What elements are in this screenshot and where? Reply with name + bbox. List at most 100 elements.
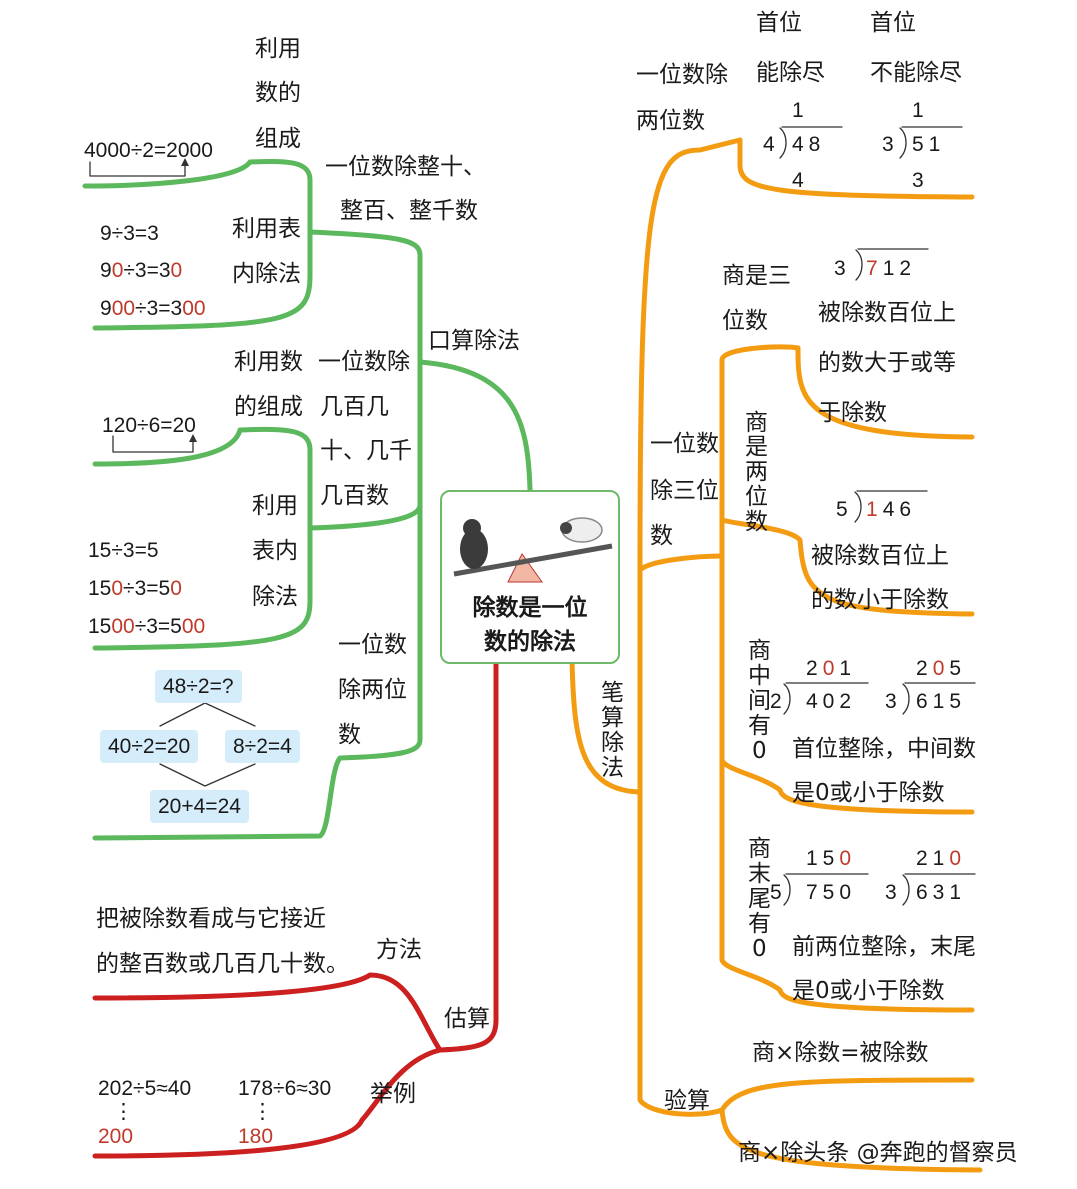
zheng-biaonei-l1: 利用表	[232, 216, 301, 242]
shang3-dividend: 712	[866, 257, 917, 280]
zheng-zucheng-example: 4000÷2=2000	[84, 139, 213, 162]
bs-liangwei-l2: 两位数	[636, 108, 705, 134]
zhong0-c4: 有	[748, 713, 771, 739]
zhong0-q2: 205	[916, 657, 967, 680]
shang2-note-l1: 被除数百位上	[811, 543, 949, 569]
shang2-note-l2: 的数小于除数	[811, 587, 949, 613]
jibai-zucheng-l1: 利用数	[234, 349, 303, 375]
jibai-label-l2: 几百几	[320, 394, 389, 420]
bisuan-label-4: 法	[601, 755, 624, 781]
zheng-zucheng-l1: 利用	[255, 36, 301, 62]
liangwei-box-tens: 40÷2=20	[100, 730, 199, 763]
zhong0-c2: 中	[748, 663, 771, 689]
zhong0-c3: 间	[748, 688, 771, 714]
liangwei-box-question: 48÷2=?	[155, 670, 242, 703]
shang2-c1: 商	[745, 410, 768, 436]
juli-example-1-approx: 200	[98, 1125, 134, 1148]
shang2-c4: 位	[745, 484, 768, 510]
jibai-biaonei-l2: 表内	[252, 538, 298, 564]
ld1-subtract: 4	[792, 169, 809, 192]
liangwei-box-sum: 20+4=24	[150, 790, 249, 823]
juli-dots-1: ⋮	[113, 1100, 134, 1123]
shang2-c3: 两	[745, 459, 768, 485]
shang3-l2: 位数	[722, 308, 768, 334]
jibai-label-l4: 几百数	[320, 483, 389, 509]
jibai-label-l3: 十、几千	[320, 438, 412, 464]
fangfa-text-l1: 把被除数看成与它接近	[96, 906, 326, 932]
branch-center-to-kousuan	[417, 359, 533, 493]
mo0-q1: 150	[806, 847, 857, 870]
zhong0-note-l2: 是0或小于除数	[792, 780, 945, 806]
mo0-dd2: 631	[916, 881, 967, 904]
zhong0-dd1: 402	[806, 690, 857, 713]
jibai-biaonei-l3: 除法	[252, 584, 298, 610]
juli-dots-2: ⋮	[252, 1100, 273, 1123]
branch-kousuan-trunk	[307, 229, 423, 365]
yansuan-formula-1: 商×除数=被除数	[752, 1040, 929, 1066]
liangwei-label-l3: 数	[338, 722, 361, 748]
zheng-biaonei-e1: 9÷3=3	[100, 222, 159, 245]
zheng-biaonei-l2: 内除法	[232, 261, 301, 287]
fangfa-text-l2: 的整百数或几百几十数。	[96, 951, 349, 977]
ld1-dividend: 48	[792, 133, 826, 156]
yansuan-formula-2: 商×除头条 @奔跑的督察员	[738, 1140, 1018, 1166]
center-title-line1: 除数是一位	[472, 595, 588, 621]
zheng-biaonei-e3: 900÷3=300	[100, 297, 206, 320]
zheng-zucheng-l3: 组成	[255, 126, 301, 152]
branch-center-to-bisuan	[569, 657, 643, 795]
bisuan-label-1: 笔	[601, 680, 624, 706]
zhong0-dd2: 615	[916, 690, 967, 713]
shang2-c2: 是	[745, 434, 768, 460]
shang2-divisor: 5	[836, 498, 853, 521]
zhong0-c1: 商	[748, 638, 771, 664]
shang3-note-l2: 的数大于或等	[818, 350, 956, 376]
zhong0-div1: 2	[770, 690, 787, 713]
bs-sanwei-l3: 数	[650, 523, 673, 549]
juli-label: 举例	[370, 1081, 416, 1107]
shang2-c5: 数	[745, 509, 768, 535]
ld1-divisor: 4	[763, 133, 780, 156]
shang3-note-l3: 于除数	[818, 400, 887, 426]
liangwei-box-ones: 8÷2=4	[225, 730, 300, 763]
shang3-divisor: 3	[834, 257, 851, 280]
juli-example-1: 202÷5≈40	[98, 1077, 192, 1100]
shang3-l1: 商是三	[722, 263, 791, 289]
fangfa-label: 方法	[376, 937, 422, 963]
yansuan-label: 验算	[664, 1088, 710, 1114]
mo0-div1: 5	[770, 881, 787, 904]
branch-fangfa	[92, 972, 443, 1053]
zheng-zucheng-l2: 数的	[255, 80, 301, 106]
jibai-label-l1: 一位数除	[318, 349, 410, 375]
jibai-zucheng-example: 120÷6=20	[102, 414, 196, 437]
branch-zheng	[82, 158, 313, 235]
ld2-subtract: 3	[912, 169, 929, 192]
bs-liangwei-h1b: 能除尽	[756, 60, 825, 86]
branch-center-to-gusuan	[437, 657, 499, 1053]
juli-example-2-approx: 180	[238, 1125, 274, 1148]
mo0-c1: 商	[748, 836, 771, 862]
bs-liangwei-h2b: 不能除尽	[870, 60, 962, 86]
liangwei-label-l1: 一位数	[338, 632, 407, 658]
zhong0-q1: 201	[806, 657, 857, 680]
ld2-divisor: 3	[882, 133, 899, 156]
ld2-quotient: 1	[912, 99, 929, 122]
zheng-label-line1: 一位数除整十、	[325, 154, 486, 180]
center-title-line2: 数的除法	[484, 629, 576, 655]
jibai-biaonei-l1: 利用	[252, 493, 298, 519]
zheng-label-line2: 整百、整千数	[340, 198, 478, 224]
zhong0-div2: 3	[885, 690, 902, 713]
mo0-note-l1: 前两位整除，末尾	[792, 934, 976, 960]
bs-liangwei-l1: 一位数除	[636, 62, 728, 88]
mo0-dd1: 750	[806, 881, 857, 904]
gusuan-label: 估算	[444, 1006, 490, 1032]
bs-liangwei-h1a: 首位	[756, 10, 802, 36]
zhong0-note-l1: 首位整除，中间数	[792, 736, 976, 762]
liangwei-label-l2: 除两位	[338, 677, 407, 703]
branch-juli	[92, 1047, 443, 1159]
jibai-biaonei-e1: 15÷3=5	[88, 539, 159, 562]
juli-example-2: 178÷6≈30	[238, 1077, 332, 1100]
jibai-zucheng-l2: 的组成	[234, 394, 303, 420]
kousuan-label: 口算除法	[428, 328, 520, 354]
bisuan-label-3: 除	[601, 730, 624, 756]
